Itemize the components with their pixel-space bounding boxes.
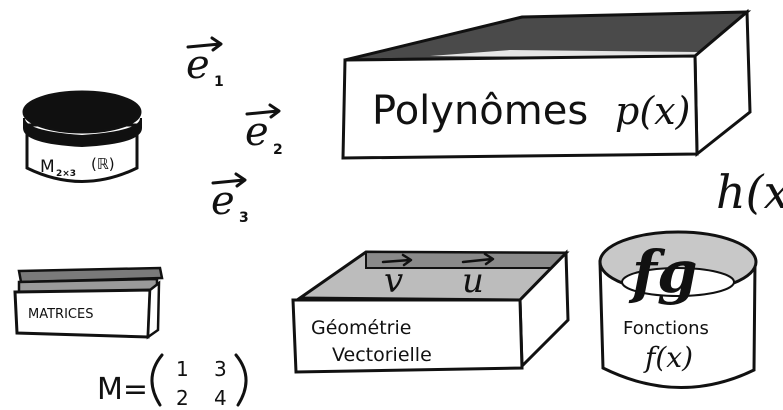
vector-e3-index: 3: [239, 210, 249, 226]
matrix-r1c2: 3: [214, 357, 227, 381]
pot-fonctions: fg Fonctions f(x): [598, 230, 758, 389]
box-polynomes-front: [341, 54, 699, 160]
vector-e2-letter: e: [245, 109, 269, 155]
box-geometrie-label-line2: Vectorielle: [332, 344, 432, 366]
matrix-formula: M= 1 3 2 4: [97, 353, 248, 410]
box-polynomes-label: Polynômes: [372, 88, 588, 134]
matrix-r1c1: 1: [176, 357, 189, 381]
matrix-lhs: M=: [97, 372, 148, 407]
vector-e1: e 1: [186, 36, 224, 90]
vector-e2-index: 2: [273, 142, 283, 158]
matrix-right-paren: [234, 353, 248, 407]
box-geometrie: v u Géométrie Vectorielle: [291, 249, 570, 374]
jar-lid-rim: [23, 117, 142, 148]
box-geometrie-label-line1: Géométrie: [311, 317, 411, 339]
pot-inner-fg: fg: [628, 238, 698, 306]
matrix-left-paren: [150, 353, 164, 407]
vector-u-letter: u: [462, 261, 484, 301]
jar-lid: [22, 90, 142, 134]
pot-label-line2: f(x): [643, 341, 693, 374]
pot-body: [598, 260, 757, 389]
jar-label-suffix: (ℝ): [91, 155, 115, 173]
box-geometrie-front: [291, 298, 524, 374]
jar-label-prefix: M: [40, 157, 55, 177]
vector-e2: e 2: [245, 103, 283, 158]
matrix-r2c2: 4: [214, 386, 227, 410]
vector-e1-index: 1: [214, 74, 224, 90]
vector-v-letter: v: [384, 261, 403, 301]
matrix-r2c1: 2: [176, 386, 189, 410]
box-matrices-label: MATRICES: [28, 307, 93, 322]
vector-e1-letter: e: [186, 42, 210, 88]
vector-e3: e 3: [211, 172, 249, 226]
pot-label-line1: Fonctions: [623, 318, 709, 339]
function-h-label: h(x): [716, 165, 783, 219]
box-polynomes: Polynômes p(x): [341, 8, 752, 160]
box-matrices: MATRICES: [13, 266, 164, 340]
vector-e3-letter: e: [211, 178, 235, 224]
jar-label-sub: 2×3: [56, 169, 76, 179]
box-polynomes-symbol: p(x): [615, 89, 690, 133]
jar-matrices-2x3: M 2×3 (ℝ): [22, 90, 142, 183]
